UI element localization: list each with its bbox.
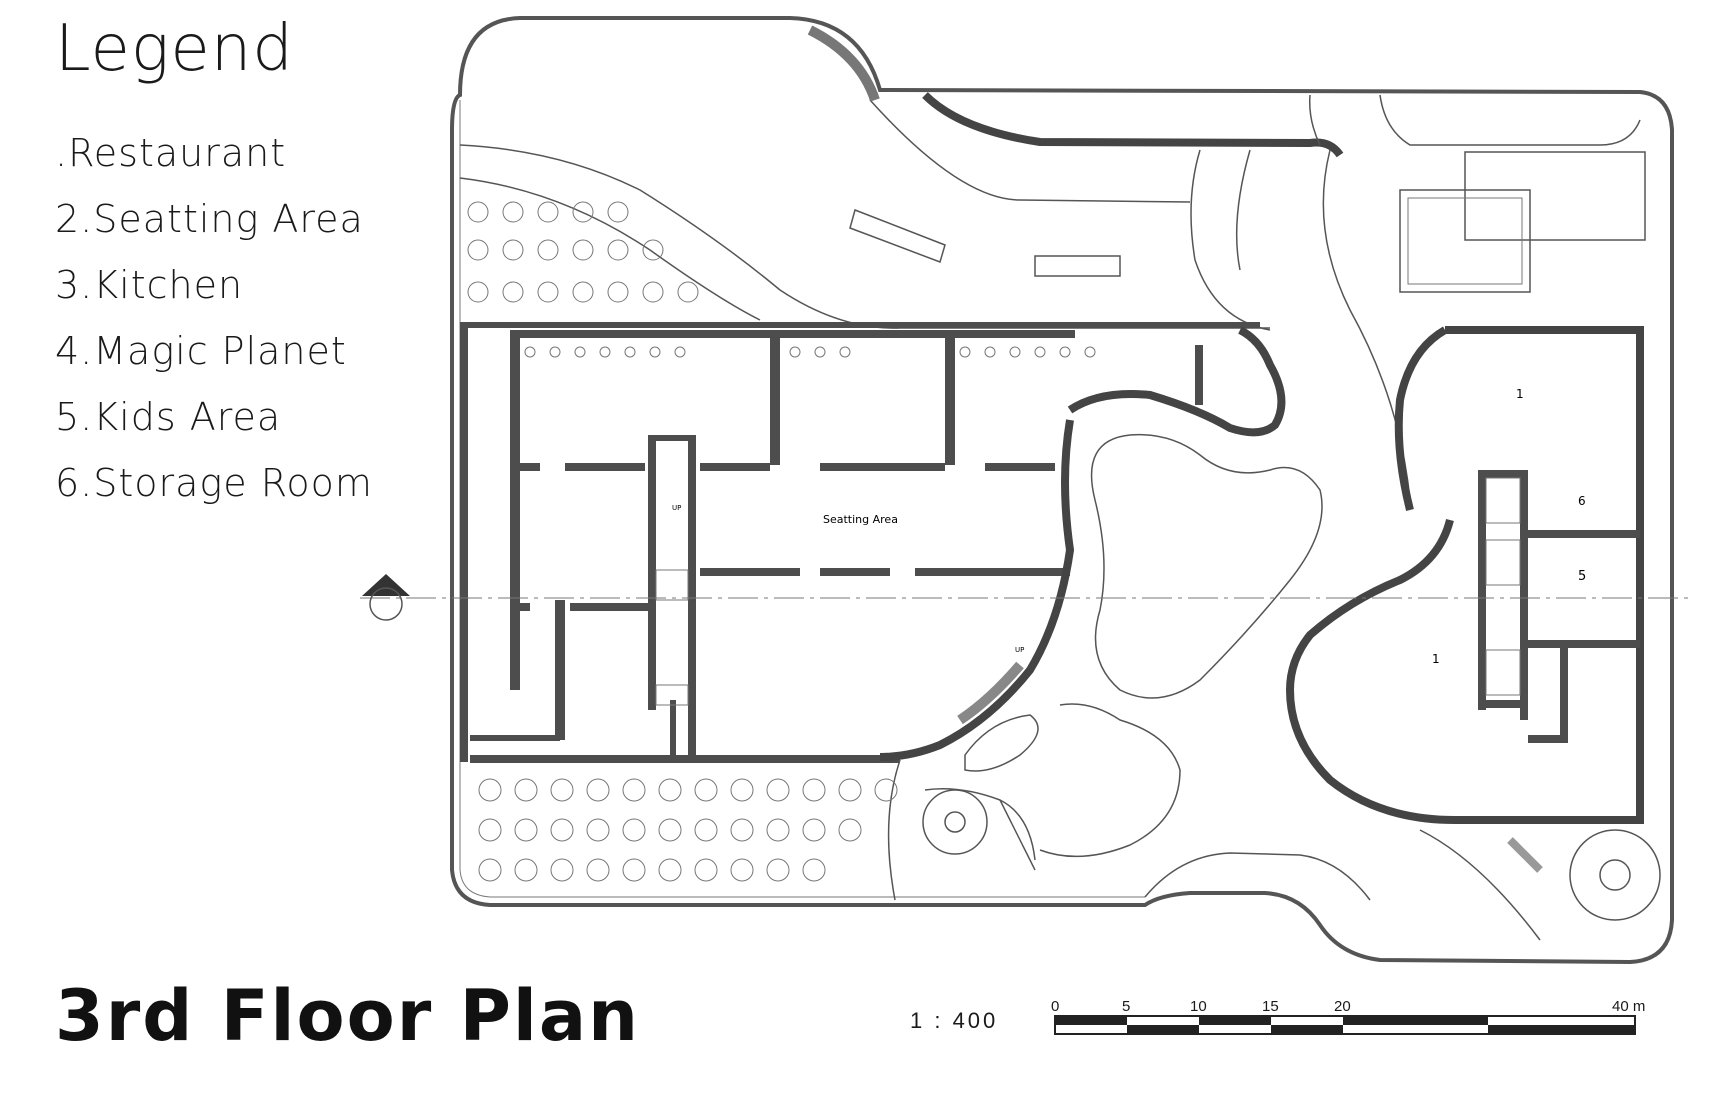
outdoor-tables-lower	[478, 778, 898, 882]
scale-tick-20: 20	[1334, 998, 1351, 1015]
section-marker	[362, 574, 410, 596]
stair-label-1: UP	[672, 504, 681, 512]
scale-ratio: 1 : 400	[910, 1008, 999, 1033]
outdoor-tables-upper	[467, 201, 699, 303]
legend-item-restaurant: .Restaurant	[55, 131, 287, 175]
scale-tick-15: 15	[1262, 998, 1279, 1015]
room-number-5: 5	[1578, 569, 1586, 584]
legend-item-magic-planet: 4.Magic Planet	[55, 329, 347, 373]
stair-label-2: UP	[1015, 646, 1024, 654]
scale-tick-0: 0	[1051, 998, 1060, 1015]
scale-bar	[1054, 1015, 1636, 1035]
legend-title: Legend	[55, 12, 294, 86]
scale-tick-10: 10	[1190, 998, 1207, 1015]
room-number-1a: 1	[1516, 387, 1524, 401]
scale-tick-5: 5	[1122, 998, 1131, 1015]
scale-tick-40: 40 m	[1612, 998, 1646, 1015]
site-boundary	[450, 16, 1674, 965]
room-number-1b: 1	[1432, 652, 1440, 666]
legend-item-storage-room: 6.Storage Room	[55, 461, 373, 505]
legend-item-kids-area: 5.Kids Area	[55, 395, 282, 439]
courtyard	[1090, 433, 1323, 699]
legend-item-seating-area: 2.Seatting Area	[55, 197, 364, 241]
seating-area-label: Seatting Area	[823, 513, 898, 526]
floor-plan-title: 3rd Floor Plan	[55, 975, 640, 1057]
legend-list: .Restaurant 2.Seatting Area 3.Kitchen 4.…	[55, 120, 373, 516]
room-number-6: 6	[1578, 494, 1586, 508]
legend-item-kitchen: 3.Kitchen	[55, 263, 244, 307]
entry-ramp	[807, 25, 880, 102]
